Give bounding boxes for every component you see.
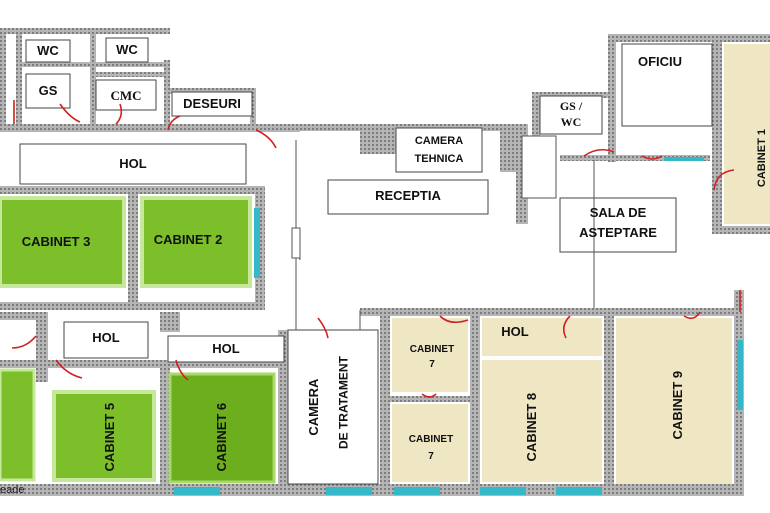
label-cabinet-7a-1: CABINET <box>409 344 455 355</box>
label-gs-wc-1: GS / <box>559 99 583 113</box>
label-hol-top: HOL <box>119 156 147 171</box>
label-wc-2: WC <box>116 42 138 57</box>
room-cabinet-1 <box>724 44 770 224</box>
label-cabinet-1: CABINET 1 <box>755 129 768 188</box>
label-cabinet-3: CABINET 3 <box>21 234 91 249</box>
green-rooms <box>0 196 276 484</box>
label-cabinet-7a-2: 7 <box>429 359 435 370</box>
label-camera-tehnica-1: CAMERA <box>414 135 464 147</box>
room-cabinet-2 <box>140 196 252 288</box>
label-hol-right: HOL <box>501 324 529 339</box>
watermark: eade <box>0 484 25 496</box>
label-deseuri: DESEURI <box>183 96 241 111</box>
label-wc-1: WC <box>37 43 59 58</box>
label-cabinet-6: CABINET 6 <box>213 402 229 472</box>
label-camera-tratament-1: CAMERA <box>305 378 321 436</box>
label-cabinet-7b-1: CABINET <box>408 434 454 445</box>
label-oficiu: OFICIU <box>637 54 683 69</box>
label-cabinet-9: CABINET 9 <box>669 370 685 440</box>
room-cabinet-9 <box>616 318 732 484</box>
room-hol-right <box>482 318 602 356</box>
room-boxes <box>19 37 713 485</box>
room-cabinet-7a <box>392 318 468 392</box>
room-cabinet-7b <box>392 404 468 482</box>
label-cabinet-2: CABINET 2 <box>153 232 223 247</box>
label-hol-left: HOL <box>92 330 120 345</box>
interior-lines <box>291 135 595 330</box>
label-cabinet-8: CABINET 8 <box>523 392 539 462</box>
label-hol-mid: HOL <box>212 341 240 356</box>
label-camera-tratament-2: DE TRATAMENT <box>336 356 351 450</box>
label-receptia: RECEPTIA <box>375 188 441 203</box>
windows <box>174 157 743 495</box>
room-cabinet-3 <box>0 196 126 288</box>
label-cabinet-5: CABINET 5 <box>101 402 117 472</box>
room-cabinet-6 <box>168 372 276 484</box>
label-camera-tehnica-2: TEHNICA <box>414 153 464 165</box>
room-cabinet-5 <box>52 390 156 482</box>
doors <box>11 100 741 398</box>
beige-rooms <box>392 44 770 484</box>
label-cabinet-7b-2: 7 <box>428 451 434 462</box>
label-gs-wc-2: WC <box>560 115 582 129</box>
label-cmc: CMC <box>110 88 142 103</box>
room-cabinet-8 <box>482 360 602 482</box>
label-sala-2: ASTEPTARE <box>579 225 657 240</box>
label-sala-1: SALA DE <box>589 205 647 220</box>
room-left-bottom <box>0 368 36 482</box>
label-gs: GS <box>38 83 58 98</box>
